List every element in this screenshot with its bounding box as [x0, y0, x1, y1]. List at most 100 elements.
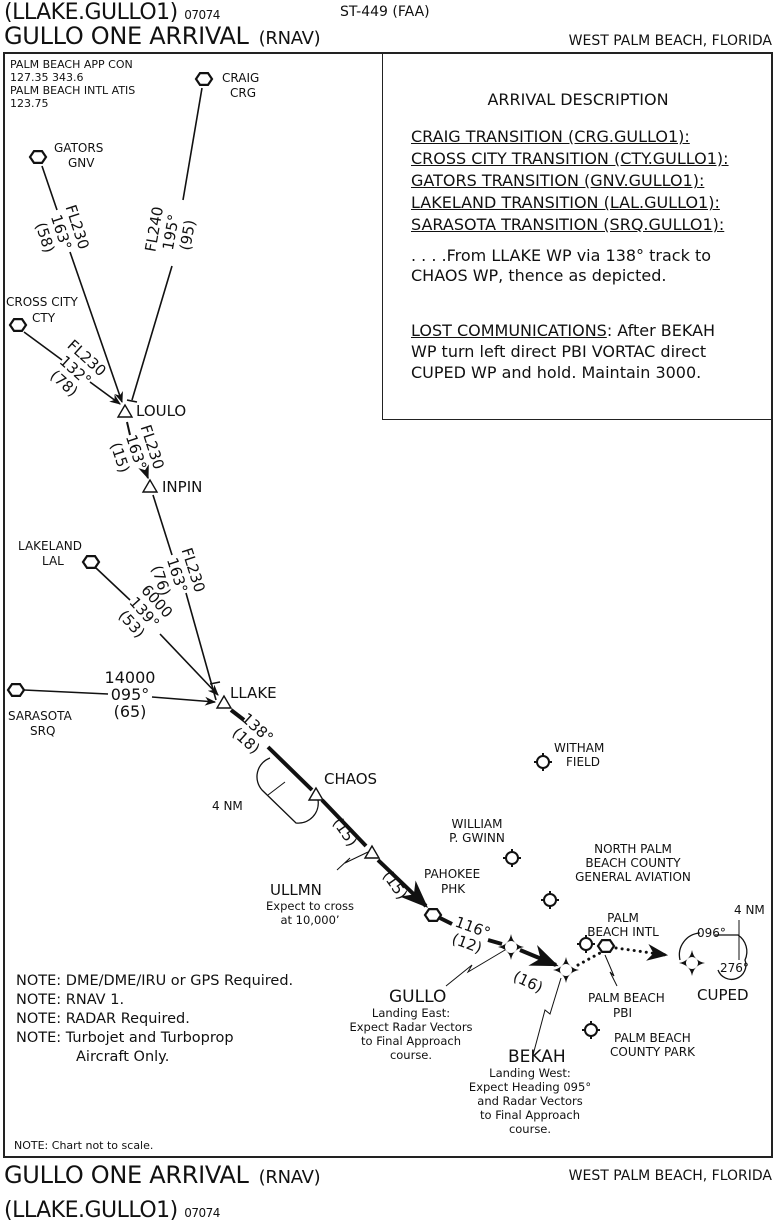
navaid-name: LAKELAND — [18, 539, 82, 553]
leg-gnv-loulo — [69, 251, 123, 404]
leg-distance: (95) — [176, 218, 199, 251]
waypoint-label-llake: LLAKE — [230, 684, 277, 702]
leg-cty-loulo — [23, 331, 63, 361]
navaid-name: PAHOKEE — [424, 867, 480, 881]
vortac-hexagon — [28, 150, 48, 164]
lost-comm-label: LOST COMMUNICATIONS — [411, 321, 607, 340]
chart-frame — [3, 52, 773, 1158]
navaid-id: SRQ — [30, 724, 55, 738]
lost-comm-line: WP turn left direct PBI VORTAC direct — [411, 342, 707, 361]
flyover-waypoint-icon-cuped — [679, 950, 705, 976]
vortac-hexagon — [6, 682, 26, 698]
stop-bar — [209, 681, 221, 685]
leg-llake-chaos — [266, 745, 314, 792]
comm-line: 127.35 343.6 — [10, 71, 84, 84]
waypoint-icon-inpin — [141, 478, 159, 493]
leg-gullo-bekah — [519, 944, 559, 967]
hold-outbound-course: 276° — [720, 961, 749, 975]
transition-item: SARASOTA TRANSITION (SRQ.GULLO1): — [411, 215, 725, 234]
leg-bekah-pbi — [576, 951, 602, 967]
leg-phk-gullo — [439, 916, 453, 926]
procedure-id-text: (LLAKE.GULLO1) — [4, 0, 178, 25]
waypoint-note: and Radar Vectors — [477, 1094, 582, 1108]
lost-comm-line: : After BEKAH — [606, 321, 716, 340]
hold-inbound-course: 096° — [697, 926, 726, 940]
waypoint-icon-llake — [215, 694, 233, 709]
leg-lal-llake — [95, 567, 131, 601]
airport-name: FIELD — [566, 755, 600, 769]
vortac-hexagon — [423, 907, 443, 923]
hold-pattern-chaos — [256, 757, 319, 824]
vortac-icon-crg — [194, 71, 214, 87]
footer-title-text: GULLO ONE ARRIVAL — [4, 1161, 249, 1189]
notes-block: NOTE: DME/DME/IRU or GPS Required. NOTE:… — [16, 972, 293, 1067]
chart-title: GULLO ONE ARRIVAL (RNAV) — [4, 22, 321, 50]
footer-procedure-id-text: (LLAKE.GULLO1) — [4, 1198, 178, 1223]
navaid-name: GATORS — [54, 141, 103, 155]
airport-name: P. GWINN — [449, 831, 505, 845]
leg-gnv-loulo — [41, 165, 58, 211]
waypoint-note: Expect Heading 095° — [469, 1080, 591, 1094]
leg-distance: (16) — [510, 967, 546, 996]
chart-location: WEST PALM BEACH, FLORIDA — [568, 33, 772, 49]
airport-icon — [503, 849, 521, 867]
flyover-waypoint-icon-bekah — [553, 957, 579, 983]
leg-lal-llake — [159, 633, 219, 696]
comm-line: 123.75 — [10, 97, 49, 110]
airport-name: BEACH INTL — [587, 925, 659, 939]
leg-ullmn-phk — [376, 858, 429, 908]
navaid-name: CRAIG — [222, 71, 259, 85]
waypoint-label-chaos: CHAOS — [324, 770, 377, 788]
transition-list: CRAIG TRANSITION (CRG.GULLO1): CROSS CIT… — [411, 126, 729, 236]
route-description-line: . . . .From LLAKE WP via 138° track to — [411, 246, 712, 265]
leg-inpin-llake — [152, 494, 173, 556]
stop-bar — [126, 399, 138, 403]
airport-icon — [534, 753, 552, 771]
communications-block: PALM BEACH APP CON 127.35 343.6 PALM BEA… — [10, 58, 135, 110]
chart-title-text: GULLO ONE ARRIVAL — [4, 22, 249, 50]
hold-pattern-cuped — [678, 932, 748, 981]
transition-item: GATORS TRANSITION (GNV.GULLO1): — [411, 171, 705, 190]
navaid-id: PBI — [613, 1006, 632, 1020]
vortac-hexagon — [194, 71, 214, 87]
note-line: Aircraft Only. — [76, 1049, 170, 1065]
chart-number: ST-449 (FAA) — [340, 4, 430, 20]
leg-distance: (65) — [114, 702, 147, 721]
waypoint-icon-loulo — [116, 403, 134, 418]
hold-length-label: 4 NM — [212, 799, 243, 813]
airport-name: BEACH COUNTY — [585, 856, 681, 870]
chart-type: (RNAV) — [258, 28, 321, 49]
waypoint-note: course. — [509, 1122, 551, 1136]
lost-comm-line: CUPED WP and hold. Maintain 3000. — [411, 363, 702, 382]
hold-length-label: 4 NM — [734, 903, 765, 917]
navaid-id: CRG — [230, 86, 256, 100]
note-line: NOTE: Turbojet and Turboprop — [16, 1030, 234, 1046]
leg-cty-loulo — [89, 381, 121, 405]
waypoint-icon-chaos — [307, 786, 325, 801]
leg-crg-loulo — [182, 87, 203, 201]
comm-line: PALM BEACH INTL ATIS — [10, 84, 136, 97]
leg-label-group: 116°(12) — [449, 913, 492, 957]
leg-llake-chaos — [229, 708, 246, 722]
vortac-icon-gnv — [28, 150, 48, 164]
scale-note: NOTE: Chart not to scale. — [14, 1139, 154, 1152]
footer-location: WEST PALM BEACH, FLORIDA — [568, 1168, 772, 1184]
leg-label-group: (15) — [329, 814, 361, 850]
footer-type: (RNAV) — [258, 1167, 321, 1188]
flyover-waypoint-icon-gullo — [498, 934, 524, 960]
airport-name: NORTH PALM — [594, 842, 672, 856]
arrival-description-box: ARRIVAL DESCRIPTION CRAIG TRANSITION (CR… — [382, 52, 773, 420]
leg-distance: (15) — [379, 867, 411, 903]
airport-icon — [541, 891, 559, 909]
arrival-description-title: ARRIVAL DESCRIPTION — [487, 90, 669, 109]
leg-srq-llake — [23, 689, 109, 695]
vortac-icon-srq — [6, 682, 26, 698]
waypoint-label-ullmn: ULLMN — [270, 881, 322, 899]
hold-dimension-line — [267, 781, 286, 796]
